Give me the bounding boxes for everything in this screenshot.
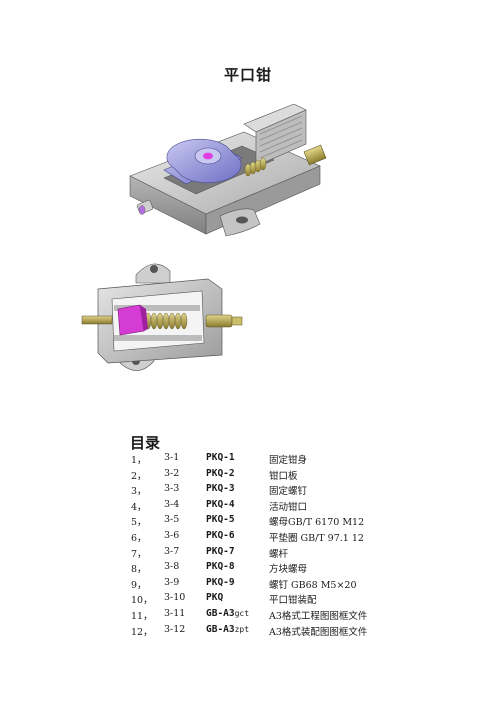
toc-item-description: 固定螺钉 <box>269 486 308 498</box>
toc-item-section: 3-7 <box>164 545 180 557</box>
toc-item-number: 2， <box>131 470 147 482</box>
toc-item-description: 平口钳装配 <box>269 595 317 607</box>
toc-item-number: 9， <box>131 579 147 591</box>
toc-item-code: GB-A3zpt <box>206 624 249 635</box>
toc-item: 9， 3-9 PKQ-9 螺钉 GB68 M5×20 <box>131 577 431 593</box>
toc-item: 10， 3-10 PKQ 平口钳装配 <box>131 592 431 608</box>
toc-item: 12， 3-12 GB-A3zpt A3格式装配图图框文件 <box>131 624 431 640</box>
toc-item-code: PKQ-2 <box>206 467 235 479</box>
toc-item-number: 5， <box>131 517 147 529</box>
toc-item-description: 方块螺母 <box>269 564 308 576</box>
toc-item: 1， 3-1 PKQ-1 固定钳身 <box>131 452 431 468</box>
toc-item-code: PKQ-1 <box>206 452 235 463</box>
toc-item: 3， 3-3 PKQ-3 固定螺钉 <box>131 483 431 499</box>
toc-item-code: PKQ-7 <box>206 545 235 557</box>
toc-item-section: 3-9 <box>164 576 180 588</box>
toc-item: 2， 3-2 PKQ-2 钳口板 <box>131 468 431 484</box>
toc-item-code: PKQ-3 <box>206 483 235 495</box>
toc-item-number: 1， <box>131 455 147 466</box>
toc-item-section: 3-12 <box>164 623 186 635</box>
page-title: 平口钳 <box>223 66 272 84</box>
toc-item-number: 4， <box>131 501 147 513</box>
toc-item-number: 6， <box>131 532 147 544</box>
toc-item-section: 3-6 <box>164 529 180 541</box>
toc-item-description: 固定钳身 <box>269 455 308 466</box>
toc-item-description: 活动钳口 <box>269 501 308 513</box>
toc-item-description: 螺钉 GB68 M5×20 <box>269 579 357 591</box>
toc-item-description: 螺母GB/T 6170 M12 <box>269 517 365 529</box>
toc-item: 7， 3-7 PKQ-7 螺杆 <box>131 546 431 562</box>
toc-item-section: 3-3 <box>164 483 180 495</box>
toc-item: 5， 3-5 PKQ-5 螺母GB/T 6170 M12 <box>131 514 431 530</box>
toc-item-number: 10， <box>131 595 153 607</box>
vise-assembly-isometric-image <box>129 104 327 237</box>
toc-item-number: 11， <box>131 610 153 622</box>
toc-item-section: 3-8 <box>164 561 180 573</box>
toc-item-code: PKQ <box>206 592 224 604</box>
toc-item-code: PKQ-6 <box>206 529 235 541</box>
toc-item-code: GB-A3gct <box>206 608 249 619</box>
toc-item-description: 螺杆 <box>269 548 289 560</box>
toc-item-number: 3， <box>131 486 147 498</box>
toc-item-description: A3格式装配图图框文件 <box>269 626 368 638</box>
toc-item-section: 3-4 <box>164 498 180 510</box>
toc-heading: 目录 <box>130 434 161 452</box>
toc-item: 4， 3-4 PKQ-4 活动钳口 <box>131 499 431 515</box>
toc-item-section: 3-11 <box>164 607 186 619</box>
toc-item-description: A3格式工程图图框文件 <box>269 610 368 622</box>
toc-item-number: 7， <box>131 548 147 560</box>
toc-item: 11， 3-11 GB-A3gct A3格式工程图图框文件 <box>131 608 431 624</box>
toc-item-code: PKQ-5 <box>206 514 235 526</box>
toc-item-code-main: GB-A3 <box>206 607 235 619</box>
toc-item-section: 3-10 <box>164 592 186 604</box>
toc-item-number: 12， <box>131 626 153 638</box>
toc-item-code: PKQ-8 <box>206 561 235 573</box>
toc-item-section: 3-1 <box>164 452 180 463</box>
toc-item: 8， 3-8 PKQ-8 方块螺母 <box>131 561 431 577</box>
toc-item-code-suffix: zpt <box>234 624 250 634</box>
toc-item-code-main: GB-A3 <box>206 623 235 635</box>
table-of-contents: 1， 3-1 PKQ-1 固定钳身 2， 3-2 PKQ-2 钳口板 3， 3-… <box>131 452 431 639</box>
toc-item-code: PKQ-9 <box>206 576 235 588</box>
toc-item-description: 平垫圈 GB/T 97.1 12 <box>269 532 364 544</box>
toc-item-code-suffix: gct <box>234 608 250 618</box>
vise-top-view-image <box>81 263 243 371</box>
toc-item-code: PKQ-4 <box>206 498 235 510</box>
toc-item-description: 钳口板 <box>269 470 298 482</box>
toc-item-number: 8， <box>131 564 147 576</box>
toc-item: 6， 3-6 PKQ-6 平垫圈 GB/T 97.1 12 <box>131 530 431 546</box>
toc-item-section: 3-5 <box>164 514 180 526</box>
toc-item-section: 3-2 <box>164 467 180 479</box>
